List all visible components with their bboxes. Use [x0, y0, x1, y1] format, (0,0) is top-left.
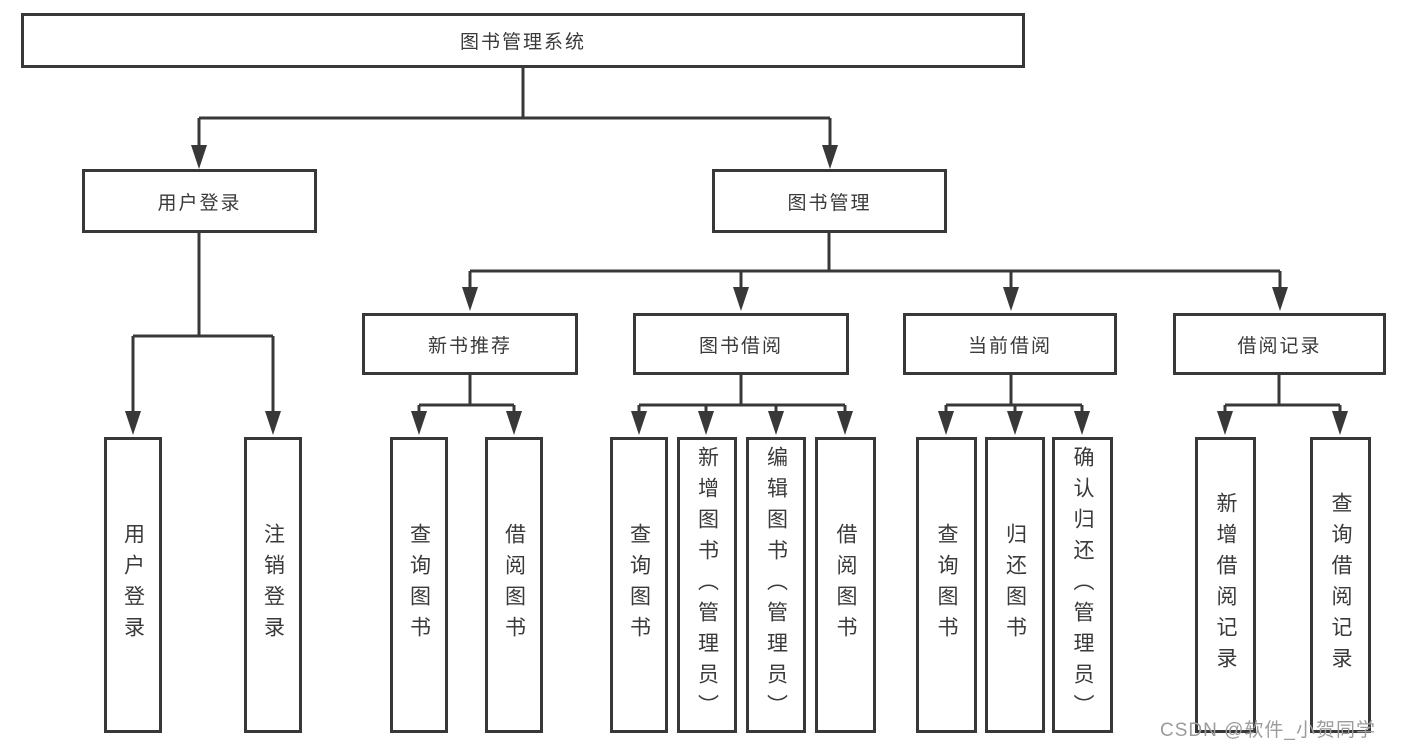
node-user-login-label: 用户登录	[157, 192, 242, 214]
leaf-borrow-books-recommend: 借阅图书	[485, 437, 543, 733]
node-book-management: 图书管理	[712, 169, 947, 233]
leaf-return-books-label: 归还图书	[1003, 523, 1027, 647]
node-book-management-label: 图书管理	[787, 192, 872, 214]
leaf-search-books-borrowing: 查询图书	[610, 437, 668, 733]
node-current-borrowing-label: 当前借阅	[967, 335, 1052, 357]
leaf-borrow-books-recommend-label: 借阅图书	[502, 523, 526, 647]
node-borrowing-records: 借阅记录	[1173, 313, 1386, 375]
node-borrowing-records-label: 借阅记录	[1237, 335, 1322, 357]
leaf-search-books-borrowing-label: 查询图书	[627, 523, 651, 647]
node-new-book-recommendation-label: 新书推荐	[427, 335, 512, 357]
node-root-label: 图书管理系统	[459, 32, 586, 53]
leaf-add-books-admin-label: 新增图书（管理员）	[695, 445, 719, 725]
leaf-confirm-return-admin: 确认归还（管理员）	[1052, 437, 1113, 733]
leaf-logout-label: 注销登录	[261, 523, 285, 647]
leaf-add-books-admin: 新增图书（管理员）	[677, 437, 737, 733]
leaf-edit-books-admin: 编辑图书（管理员）	[746, 437, 806, 733]
leaf-search-books-recommend: 查询图书	[390, 437, 448, 733]
leaf-return-books: 归还图书	[985, 437, 1045, 733]
leaf-edit-books-admin-label: 编辑图书（管理员）	[764, 445, 788, 725]
node-root: 图书管理系统	[21, 13, 1025, 68]
leaf-search-books-current: 查询图书	[916, 437, 977, 733]
leaf-search-borrow-record-label: 查询借阅记录	[1329, 492, 1352, 678]
leaf-borrow-books: 借阅图书	[815, 437, 876, 733]
leaf-borrow-books-label: 借阅图书	[834, 523, 857, 647]
leaf-add-borrow-record-label: 新增借阅记录	[1214, 492, 1237, 678]
leaf-user-login-label: 用户登录	[121, 523, 145, 647]
leaf-add-borrow-record: 新增借阅记录	[1195, 437, 1256, 733]
leaf-search-books-recommend-label: 查询图书	[407, 523, 431, 647]
leaf-search-books-current-label: 查询图书	[935, 523, 958, 647]
csdn-watermark: CSDN @软件_小贺同学	[1160, 720, 1376, 741]
node-user-login: 用户登录	[82, 169, 317, 233]
node-book-borrowing-label: 图书借阅	[698, 335, 783, 357]
leaf-logout: 注销登录	[244, 437, 302, 733]
leaf-confirm-return-admin-label: 确认归还（管理员）	[1071, 445, 1094, 725]
leaf-user-login: 用户登录	[104, 437, 162, 733]
node-new-book-recommendation: 新书推荐	[362, 313, 578, 375]
node-current-borrowing: 当前借阅	[903, 313, 1117, 375]
leaf-search-borrow-record: 查询借阅记录	[1310, 437, 1371, 733]
node-book-borrowing: 图书借阅	[633, 313, 849, 375]
